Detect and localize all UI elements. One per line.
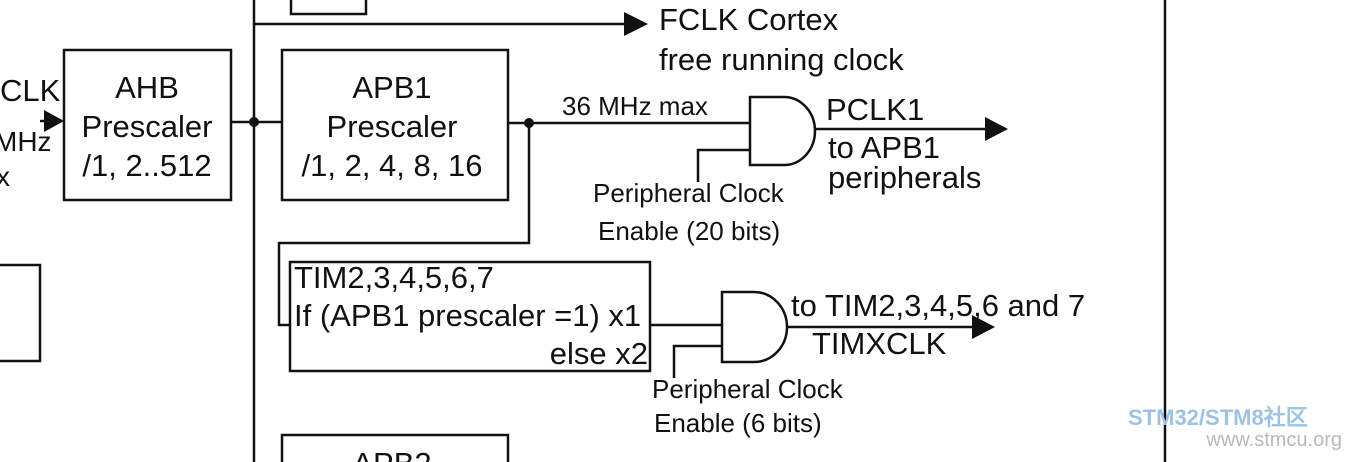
tim-enable-line1: Peripheral Clock: [652, 374, 844, 404]
pclk1-arrow: [985, 117, 1008, 141]
ahb-subtitle: Prescaler: [82, 109, 213, 144]
tim-multiplier-line2: If (APB1 prescaler =1) x1: [294, 298, 641, 333]
top-partial-box: [289, 0, 368, 16]
apb1-subtitle: Prescaler: [327, 109, 458, 144]
fclk-line2: free running clock: [659, 42, 904, 77]
timxclk-and-gate: [720, 290, 789, 364]
tim-multiplier-line3: else x2: [550, 336, 648, 371]
watermark-brand: STM32/STM8社区: [1128, 405, 1308, 430]
pclk1-line2: to APB1: [828, 130, 940, 165]
pclk-enable-line1: Peripheral Clock: [593, 178, 785, 208]
pclk1-and-gate: [748, 95, 817, 167]
fclk-arrow: [624, 12, 648, 36]
ahb-junction-dot: [249, 117, 259, 127]
pclk1-line1: PCLK1: [826, 92, 924, 127]
tim-enable-line2: Enable (6 bits): [654, 408, 822, 438]
pclk1-enable-wire: [696, 148, 750, 182]
apb2-title-partial: APB2: [352, 446, 431, 462]
watermark-url: www.stmcu.org: [1205, 429, 1342, 451]
tim-multiplier-box: [288, 260, 652, 373]
apb2-prescaler-box-partial: [280, 433, 510, 462]
pclk1-line3: peripherals: [828, 160, 981, 195]
left-partial-box: [0, 263, 42, 363]
apb1-range: /1, 2, 4, 8, 16: [302, 148, 483, 183]
left-clk-fragment: CLK: [0, 73, 61, 108]
timxclk-line1: to TIM2,3,4,5,6 and 7: [791, 288, 1085, 323]
timxclk-line2: TIMXCLK: [812, 326, 947, 361]
fclk-line1: FCLK Cortex: [659, 2, 839, 37]
apb1-prescaler-box: [280, 48, 510, 202]
timxclk-arrow: [972, 315, 995, 339]
pclk-enable-line2: Enable (20 bits): [598, 216, 780, 246]
sysclk-input-arrow: [44, 110, 64, 132]
left-x-fragment: x: [0, 161, 10, 192]
ahb-range: /1, 2..512: [82, 148, 211, 183]
timxclk-enable-wire: [672, 344, 722, 378]
apb1-title: APB1: [352, 70, 431, 105]
apb1-to-timer-wire: [277, 123, 531, 327]
max-frequency-label: 36 MHz max: [562, 91, 708, 121]
left-mhz-fragment: MHz: [0, 126, 52, 157]
ahb-prescaler-box: [62, 48, 233, 202]
tim-multiplier-line1: TIM2,3,4,5,6,7: [294, 260, 494, 295]
ahb-title: AHB: [115, 70, 179, 105]
